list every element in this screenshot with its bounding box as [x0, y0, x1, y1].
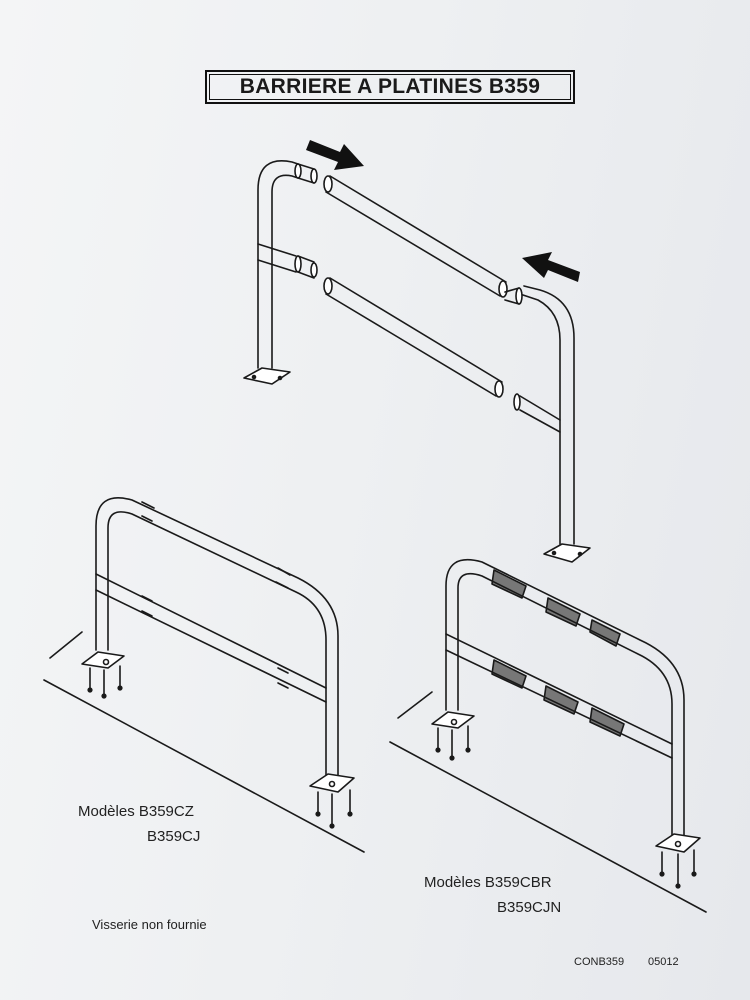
- arrow-right-icon: [306, 140, 364, 170]
- reference-date: 05012: [648, 956, 679, 968]
- models-right-line2: B359CJN: [497, 899, 562, 916]
- hardware-note: Visserie non fournie: [92, 917, 207, 932]
- title-frame: BARRIERE A PLATINES B359: [205, 70, 575, 104]
- arrow-left-icon: [522, 252, 580, 282]
- reference-code: CONB359: [574, 956, 625, 968]
- barrier-illustration-cz-cj: [43, 497, 365, 853]
- models-right-line1: Modèles B359CBR: [424, 874, 552, 891]
- barrier-illustration-cbr-cjn: [389, 558, 707, 913]
- models-left-line2: B359CJ: [147, 828, 201, 845]
- exploded-barrier-illustration: [243, 160, 591, 563]
- models-left-line1: Modèles B359CZ: [78, 803, 194, 820]
- page-title: BARRIERE A PLATINES B359: [209, 74, 571, 100]
